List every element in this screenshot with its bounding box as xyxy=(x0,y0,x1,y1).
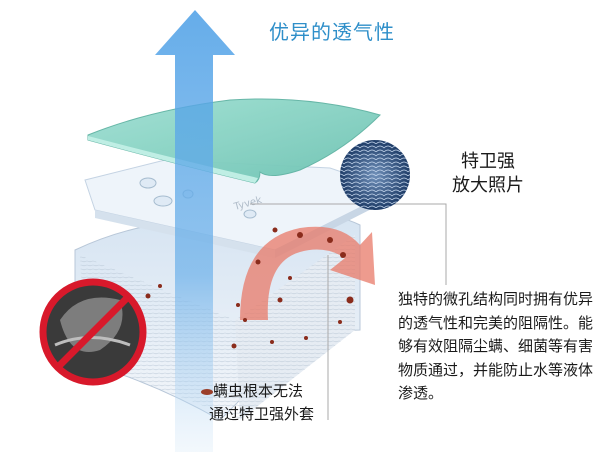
mite-note-line2: 通过特卫强外套 xyxy=(209,405,315,423)
mite-prohibited-icon xyxy=(39,278,147,386)
magnified-label-line2: 放大照片 xyxy=(452,175,524,196)
microporous-description: 独特的微孔结构同时拥有优异的透气性和完美的阻隔性。能够有效阻隔尘螨、细菌等有害物… xyxy=(398,290,594,402)
outer-fabric-layer xyxy=(87,98,381,184)
mite-particles xyxy=(145,227,354,349)
mite-note-line1: 螨虫根本无法 xyxy=(213,382,304,400)
breathability-title: 优异的透气性 xyxy=(269,20,395,44)
magnified-label-line1: 特卫强 xyxy=(461,151,515,172)
callout-lines xyxy=(250,203,447,420)
mite-note: 螨虫根本无法 通过特卫强外套 xyxy=(209,380,314,426)
mite-legend-dot xyxy=(201,389,213,395)
magnified-photo-label: 特卫强 放大照片 xyxy=(452,150,524,198)
mite-deflection-arrow xyxy=(240,226,375,320)
magnified-fiber-photo xyxy=(340,140,410,210)
air-flow-arrow xyxy=(155,10,235,452)
